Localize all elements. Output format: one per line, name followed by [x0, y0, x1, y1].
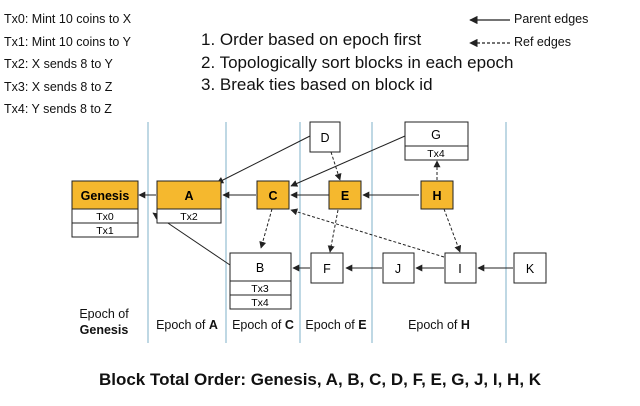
block-a-tx: Tx2 [180, 211, 198, 223]
epoch-label-genesis-prefix: Epoch of [79, 307, 129, 321]
block-d: D [309, 121, 341, 153]
block-genesis-tx: Tx0 [96, 211, 114, 223]
block-f: F [310, 252, 344, 284]
epoch-label-e: Epoch of E [300, 317, 372, 333]
epoch-label-h-name: H [460, 318, 470, 332]
tx-item: Tx4: Y sends 8 to Z [4, 102, 112, 116]
epoch-label-c-prefix: Epoch of [232, 318, 282, 332]
total-order-caption: Block Total Order: Genesis, A, B, C, D, … [98, 370, 542, 389]
legend-ref-label: Ref edges [514, 35, 571, 49]
epoch-separators [147, 122, 507, 343]
block-g-label: G [431, 128, 441, 142]
ordering-rules: 1. Order based on epoch first 2. Topolog… [201, 29, 513, 97]
tx-item: Tx1: Mint 10 coins to Y [4, 34, 131, 49]
tx-item: Tx0: Mint 10 coins to X [4, 12, 132, 26]
epoch-label-a-name: A [208, 318, 218, 332]
block-b-tx: Tx4 [251, 297, 269, 309]
block-b-label: B [256, 261, 264, 275]
rule-item: 1. Order based on epoch first [201, 30, 422, 49]
tx-item: Tx3: X sends 8 to Z [4, 79, 113, 94]
legend-parent-label: Parent edges [514, 12, 589, 26]
epoch-label-c: Epoch of C [226, 317, 300, 333]
epoch-label-a: Epoch of A [148, 317, 226, 333]
block-d-label: D [320, 131, 329, 145]
epoch-label-e-name: E [358, 318, 367, 332]
epoch-label-a-prefix: Epoch of [156, 318, 206, 332]
epoch-label-h: Epoch of H [372, 317, 506, 333]
block-e-label: E [341, 189, 349, 203]
block-c-label: C [268, 189, 277, 203]
block-g-tx: Tx4 [427, 148, 445, 160]
block-e: E [328, 180, 362, 210]
epoch-label-h-prefix: Epoch of [408, 318, 458, 332]
block-b-tx: Tx3 [251, 283, 269, 295]
epoch-label-c-name: C [284, 318, 294, 332]
block-i-label: I [458, 262, 461, 276]
block-c: C [256, 180, 290, 210]
rule-item: 3. Break ties based on block id [201, 75, 433, 94]
block-j: J [382, 252, 415, 284]
block-k-label: K [526, 262, 535, 276]
block-f-label: F [323, 262, 331, 276]
block-genesis: Genesis Tx0 Tx1 [71, 180, 139, 238]
epoch-label-genesis: Epoch of Genesis [60, 306, 148, 338]
block-a-label: A [184, 189, 193, 203]
block-h-label: H [432, 189, 441, 203]
block-j-label: J [395, 262, 401, 276]
tx-item: Tx2: X sends 8 to Y [4, 57, 113, 71]
block-h: H [420, 180, 454, 210]
epoch-label-genesis-name: Genesis [79, 323, 129, 337]
ref-edges [259, 151, 462, 258]
rule-item: 2. Topologically sort blocks in each epo… [201, 52, 514, 72]
block-i: I [444, 252, 477, 284]
block-a: A Tx2 [156, 180, 222, 224]
transaction-list: Tx0: Mint 10 coins to X Tx1: Mint 10 coi… [4, 8, 131, 121]
epoch-label-e-prefix: Epoch of [305, 318, 355, 332]
block-k: K [513, 252, 547, 284]
block-genesis-tx: Tx1 [96, 225, 114, 237]
block-b: B Tx3 Tx4 [229, 252, 292, 310]
block-genesis-label: Genesis [81, 189, 130, 203]
block-g: G Tx4 [404, 121, 469, 161]
